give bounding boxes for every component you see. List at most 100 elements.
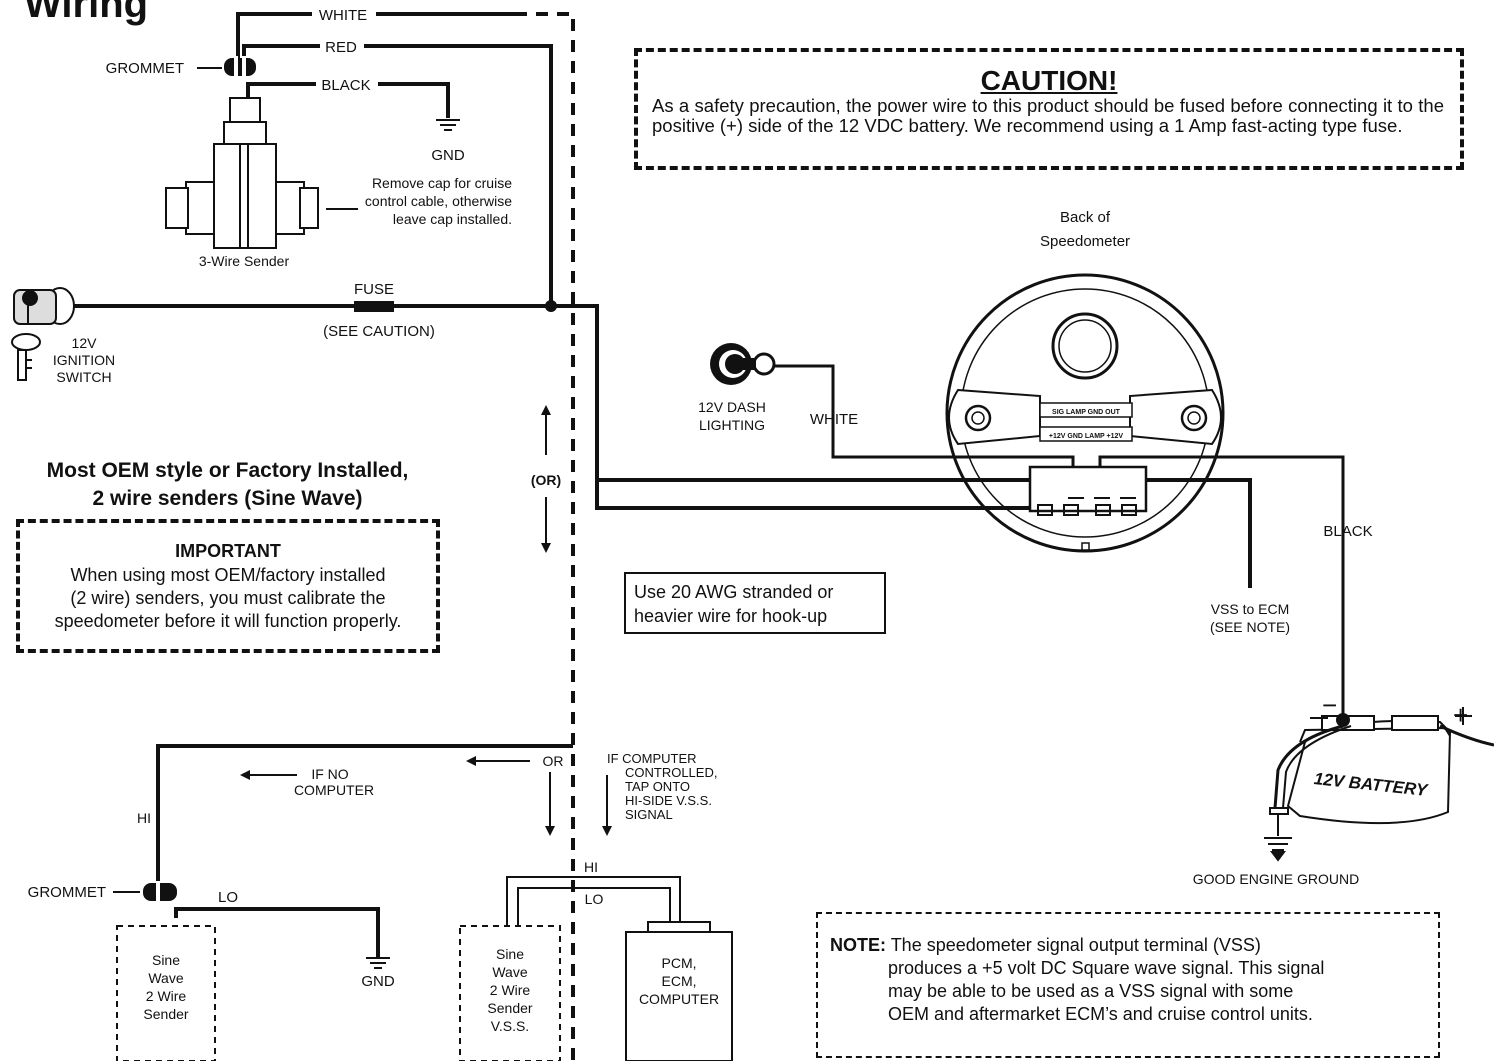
note-text-1: The speedometer signal output terminal (… [890, 935, 1261, 955]
note-line-1: NOTE: The speedometer signal output term… [830, 934, 1428, 957]
wire-gauge-note: Use 20 AWG stranded or heavier wire for … [624, 572, 886, 634]
note-line-2: produces a +5 volt DC Square wave signal… [888, 958, 1325, 978]
vss-label-1: VSS to ECM [1211, 601, 1290, 617]
lo-right-label: LO [585, 891, 604, 907]
dash-lighting-label-2: LIGHTING [699, 417, 765, 433]
or-label-lower: OR [543, 753, 564, 769]
terminal-labels-top: SIG LAMP GND OUT [1052, 409, 1121, 416]
cap-note-3: leave cap installed. [393, 211, 512, 227]
if-computer-label-4: HI-SIDE V.S.S. [625, 793, 712, 808]
dash-white-wire [774, 364, 1075, 478]
if-computer-label-5: SIGNAL [625, 807, 673, 822]
sender-b-box [459, 925, 561, 1061]
gnd-symbol-top [436, 119, 460, 131]
hi-right-label: HI [584, 859, 598, 875]
if-computer-label-3: TAP ONTO [625, 779, 690, 794]
red-label: RED [325, 39, 357, 56]
white-wire-dashed [515, 12, 575, 1061]
terminal-labels-bottom: +12V GND LAMP +12V [1049, 433, 1124, 440]
gnd-symbol-lo [366, 957, 390, 969]
three-wire-sender [165, 97, 358, 249]
if-computer-label-2: CONTROLLED, [625, 765, 717, 780]
if-no-label-2: COMPUTER [294, 782, 374, 798]
sender3-wires [72, 12, 1252, 1061]
junction-dot [545, 300, 557, 312]
vss-wire [597, 478, 1252, 588]
white-label: WHITE [319, 7, 367, 24]
wire-note-line-1: Use 20 AWG stranded or [634, 582, 834, 602]
red-wire [242, 44, 553, 306]
sender-b-line-2: Wave [492, 964, 527, 980]
lower-arrows [240, 756, 612, 836]
speedometer-back [945, 273, 1225, 553]
good-ground-label: GOOD ENGINE GROUND [1193, 871, 1359, 887]
note-label: NOTE: [830, 935, 886, 955]
black-label: BLACK [321, 77, 370, 94]
tap-wires [506, 876, 681, 926]
dash-lighting-label-1: 12V DASH [698, 399, 766, 415]
pcm-line-1: PCM, [662, 955, 697, 971]
pcm-box [625, 921, 733, 1061]
gnd-label-bottom: GND [361, 973, 395, 990]
dash-lighting-socket-icon [710, 343, 776, 385]
battery-plus: + [1453, 700, 1468, 730]
back-of-label: Back of [1060, 209, 1111, 226]
oem-title-line-2: 2 wire senders (Sine Wave) [92, 487, 363, 510]
ignition-label-3: SWITCH [56, 369, 111, 385]
sender-a-line-3: 2 Wire [146, 988, 187, 1004]
pcm-line-3: COMPUTER [639, 991, 719, 1007]
if-no-label-1: IF NO [311, 766, 348, 782]
sender-b-line-3: 2 Wire [490, 982, 531, 998]
note-line-3: may be able to be used as a VSS signal w… [888, 981, 1294, 1001]
caution-heading: CAUTION! [980, 65, 1118, 96]
sender-a-line-1: Sine [152, 952, 180, 968]
sender-b-line-5: V.S.S. [491, 1018, 529, 1034]
sender-a-line-4: Sender [143, 1006, 188, 1022]
caution-text: As a safety precaution, the power wire t… [652, 95, 1444, 136]
see-caution-label: (SEE CAUTION) [323, 323, 435, 340]
speedometer-label: Speedometer [1040, 233, 1130, 250]
gnd-label-top: GND [431, 147, 465, 164]
pcm-line-2: ECM, [662, 973, 697, 989]
battery-minus: − [1322, 690, 1337, 720]
oem-title-line-1: Most OEM style or Factory Installed, [46, 459, 409, 482]
vss-label-2: (SEE NOTE) [1210, 619, 1290, 635]
lo-left-wire [174, 907, 380, 958]
lower-main-wire [156, 744, 573, 896]
grommet-label-top: GROMMET [106, 60, 184, 77]
fuse [354, 301, 394, 312]
lo-left-label: LO [218, 889, 238, 906]
battery-icon [1264, 707, 1494, 862]
sender-b-line-1: Sine [496, 946, 524, 962]
cap-note-1: Remove cap for cruise [372, 175, 512, 191]
grommet-top [197, 56, 256, 78]
ignition-label-2: IGNITION [53, 352, 115, 368]
ignition-switch-icon [11, 287, 75, 381]
or-label-mid: (OR) [531, 472, 561, 488]
hi-left-label: HI [137, 810, 151, 826]
important-line-3: speedometer before it will function prop… [54, 611, 402, 631]
note-line-4: OEM and aftermarket ECM’s and cruise con… [888, 1004, 1313, 1024]
sender3-label: 3-Wire Sender [199, 253, 290, 269]
fuse-label: FUSE [354, 281, 394, 298]
important-line-1: When using most OEM/factory installed [70, 565, 386, 585]
grommet-bottom [113, 881, 177, 903]
wire-labels [312, 4, 378, 94]
if-computer-label-1: IF COMPUTER [607, 751, 697, 766]
caution-box: CAUTION! As a safety precaution, the pow… [634, 48, 1464, 170]
oem-title: Most OEM style or Factory Installed, 2 w… [0, 457, 455, 513]
cap-note-2: control cable, otherwise [365, 193, 512, 209]
white-wire [236, 12, 515, 62]
battery-black-label: BLACK [1323, 523, 1372, 540]
vss-note-box: NOTE: The speedometer signal output term… [816, 912, 1440, 1058]
ignition-label-1: 12V [72, 335, 98, 351]
sender-a-box [116, 925, 216, 1061]
wire-note-line-2: heavier wire for hook-up [634, 606, 828, 626]
important-box: IMPORTANT When using most OEM/factory in… [16, 519, 440, 653]
page-title: Wiring [24, 0, 149, 26]
important-line-2: (2 wire) senders, you must calibrate the [70, 588, 386, 608]
sender-a-line-2: Wave [148, 970, 183, 986]
important-heading: IMPORTANT [175, 541, 281, 561]
grommet-label-bottom: GROMMET [28, 884, 106, 901]
